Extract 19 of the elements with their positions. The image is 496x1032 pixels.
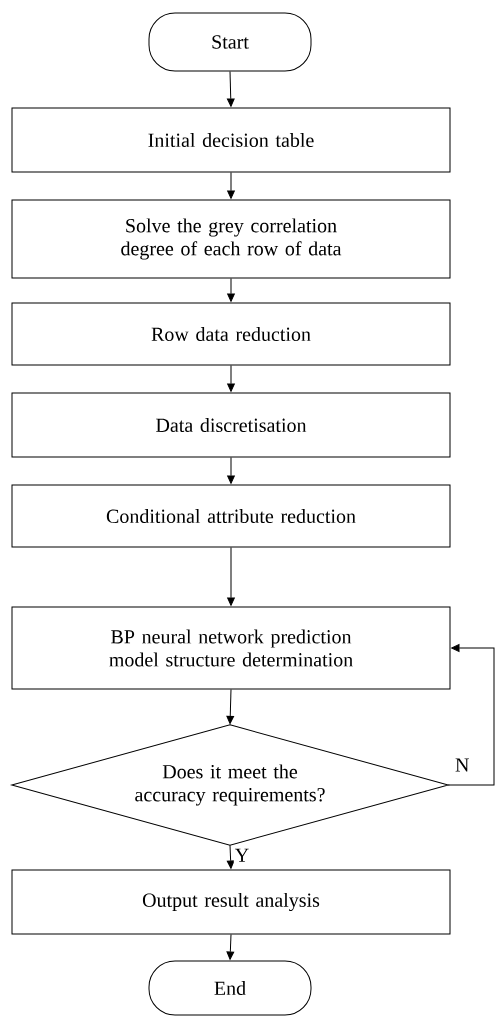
process-box: Initial decision table — [11, 107, 451, 173]
process-box: Conditional attribute reduction — [11, 484, 451, 548]
arrow — [226, 844, 235, 869]
process-box: BP neural network prediction model structure determination — [11, 606, 451, 690]
arrow — [226, 934, 235, 960]
process-box: Data discretisation — [11, 392, 451, 458]
arrow — [227, 365, 235, 392]
process-box: Row data reduction — [11, 302, 451, 366]
arrow — [227, 278, 235, 302]
edge-label: Y — [233, 847, 251, 863]
arrow — [227, 172, 235, 199]
arrow — [226, 689, 235, 725]
process-box: Solve the grey correlation degree of each row of data — [11, 199, 451, 279]
arrow — [226, 71, 235, 107]
process-box: Output result analysis — [11, 869, 451, 935]
arrow — [447, 644, 495, 786]
arrow — [227, 547, 235, 606]
edge-label: N — [454, 757, 471, 773]
arrow — [227, 457, 235, 484]
